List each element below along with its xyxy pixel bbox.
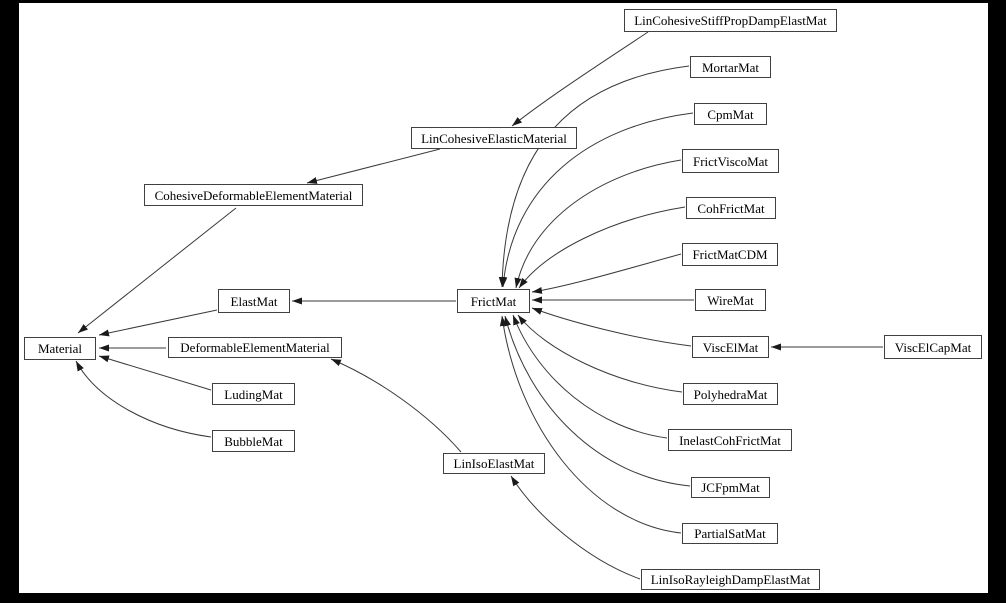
node-bubble-mat[interactable]: BubbleMat (212, 430, 295, 452)
node-elast-mat[interactable]: ElastMat (218, 289, 290, 313)
node-cohesive-deformable-element-material[interactable]: CohesiveDeformableElementMaterial (144, 184, 363, 206)
node-cpm-mat[interactable]: CpmMat (694, 103, 767, 125)
node-visc-el-mat[interactable]: ViscElMat (692, 336, 769, 358)
node-wire-mat[interactable]: WireMat (695, 289, 766, 311)
node-frict-mat-cdm[interactable]: FrictMatCDM (682, 243, 778, 266)
node-frict-visco-mat[interactable]: FrictViscoMat (682, 149, 779, 173)
node-deformable-element-material[interactable]: DeformableElementMaterial (168, 337, 342, 358)
node-frict-mat[interactable]: FrictMat (457, 289, 530, 313)
node-lin-iso-rayleigh-damp-elast-mat[interactable]: LinIsoRayleighDampElastMat (641, 569, 820, 590)
node-inelast-coh-frict-mat[interactable]: InelastCohFrictMat (668, 429, 792, 451)
node-lin-cohesive-elastic-material[interactable]: LinCohesiveElasticMaterial (411, 127, 577, 149)
node-lin-cohesive-stiff-prop-damp-elast-mat[interactable]: LinCohesiveStiffPropDampElastMat (624, 9, 837, 32)
node-visc-el-cap-mat[interactable]: ViscElCapMat (884, 335, 982, 359)
node-mortar-mat[interactable]: MortarMat (690, 56, 771, 78)
node-polyhedra-mat[interactable]: PolyhedraMat (683, 383, 778, 405)
node-jcfpm-mat[interactable]: JCFpmMat (691, 477, 770, 498)
node-partial-sat-mat[interactable]: PartialSatMat (682, 523, 778, 544)
node-lin-iso-elast-mat[interactable]: LinIsoElastMat (443, 453, 545, 474)
node-coh-frict-mat[interactable]: CohFrictMat (686, 197, 776, 219)
node-luding-mat[interactable]: LudingMat (212, 383, 295, 405)
node-material[interactable]: Material (24, 337, 96, 360)
